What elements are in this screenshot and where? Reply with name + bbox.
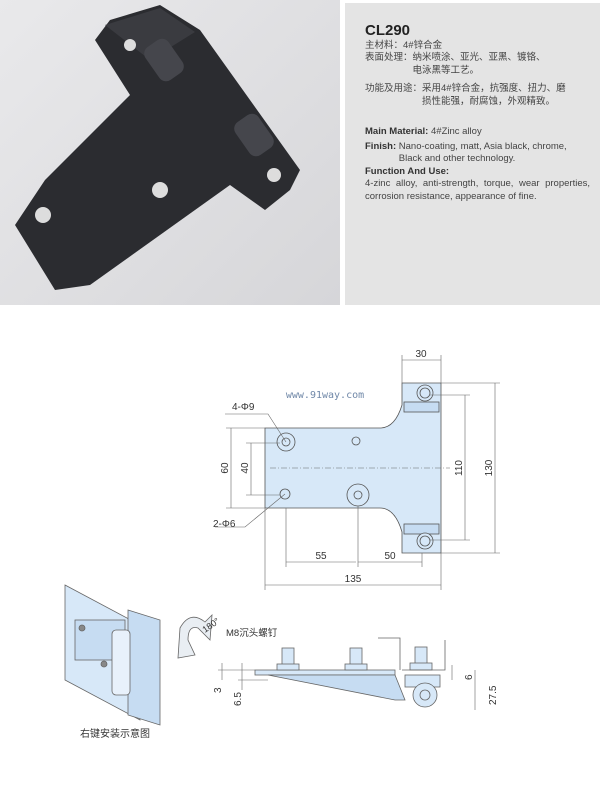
cn-function-label: 功能及用途： — [365, 83, 423, 94]
label-2-phi6: 2-Φ6 — [213, 519, 236, 530]
spec-panel: CL290 主材料：4#锌合金 表面处理：纳米喷涂、亚光、亚黑、镀铬、电泳黑等工… — [345, 0, 600, 305]
hinge-photo — [15, 5, 300, 290]
cn-material: 4#锌合金 — [403, 39, 443, 51]
screw-label: M8沉头螺钉 — [226, 627, 278, 639]
side-dims — [218, 663, 476, 710]
install-view — [64, 584, 161, 726]
cn-finish-2: 电泳黑等工艺。 — [412, 64, 480, 76]
en-finish-2: Black and other technology. — [398, 153, 516, 164]
dim-110: 110 — [454, 460, 465, 476]
en-finish-1: Nano-coating, matt, Asia black, chrome, — [398, 140, 567, 152]
dim-40: 40 — [240, 462, 251, 474]
watermark: www.91way.com — [286, 390, 364, 401]
dim-60: 60 — [220, 462, 231, 474]
dim-27-5: 27.5 — [488, 685, 499, 705]
dim-50: 50 — [384, 551, 396, 562]
cn-function-2: 损性能强，耐腐蚀，外观精致。 — [422, 95, 556, 107]
en-material-label: Main Material: — [365, 126, 429, 137]
model-number: CL290 — [365, 22, 411, 39]
dim-55: 55 — [315, 551, 327, 562]
label-4-phi9: 4-Φ9 — [232, 402, 255, 413]
cn-material-label: 主材料： — [365, 39, 404, 51]
rotation-label: 180° — [200, 616, 221, 635]
en-material: 4#Zinc alloy — [431, 126, 482, 137]
dim-135: 135 — [345, 574, 362, 585]
en-finish-label: Finish: — [365, 140, 397, 152]
cn-finish-label: 表面处理： — [365, 52, 413, 63]
dim-6-5: 6.5 — [233, 692, 244, 706]
dim-3: 3 — [213, 687, 224, 693]
side-view — [177, 613, 446, 708]
dim-30: 30 — [415, 349, 427, 360]
dimension-lines — [215, 355, 500, 590]
cn-finish-1: 纳米喷涂、亚光、亚黑、镀铬、 — [412, 52, 546, 63]
dim-130: 130 — [484, 459, 495, 476]
cn-function-1: 采用4#锌合金，抗强度、扭力、磨 — [422, 83, 566, 94]
dim-6: 6 — [464, 674, 475, 680]
en-function-label: Function And Use: — [365, 165, 450, 177]
en-function: 4-zinc alloy, anti-strength, torque, wea… — [365, 178, 590, 202]
install-caption: 右键安装示意图 — [80, 727, 150, 740]
product-photo — [0, 0, 340, 305]
